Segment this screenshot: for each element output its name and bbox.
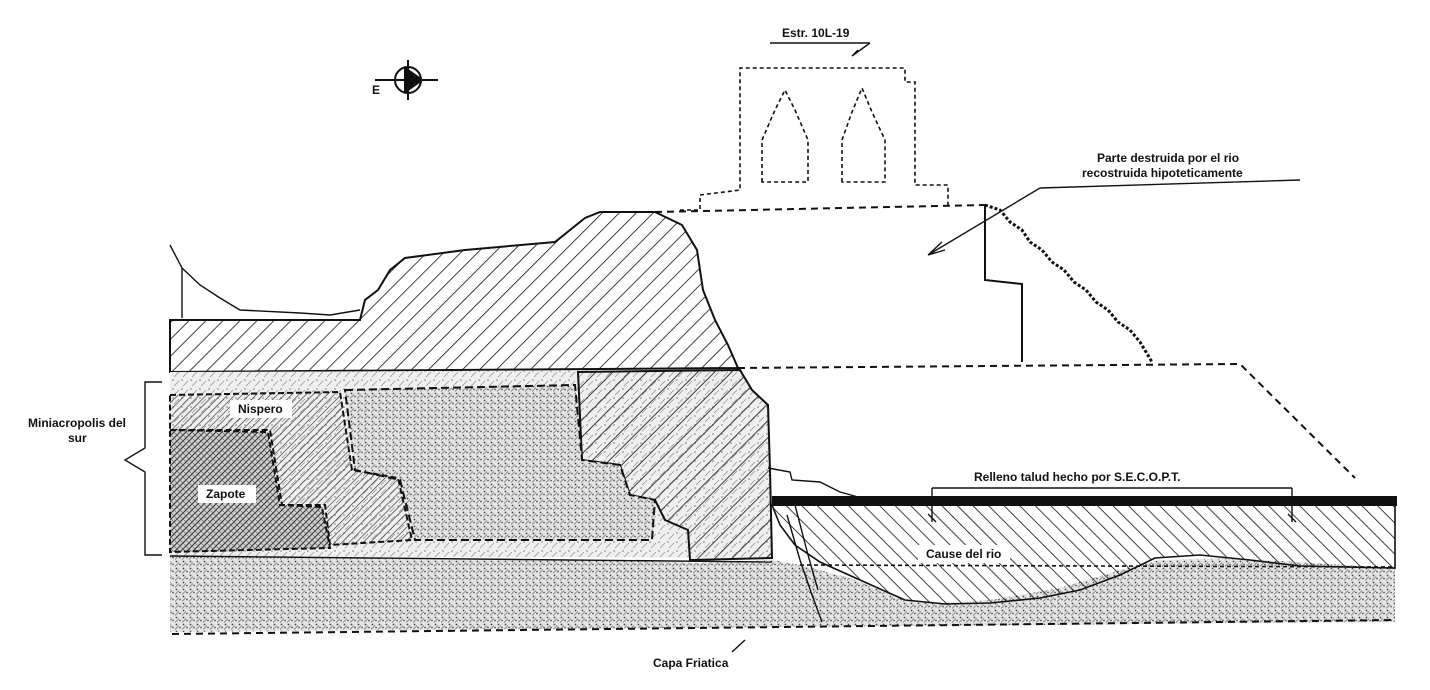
miniacropolis-label-line1: Miniacropolis del <box>28 416 126 430</box>
temple-niche-right <box>841 85 886 183</box>
fault-line-secondary <box>794 504 819 591</box>
destroyed-part-leader <box>1039 179 1301 189</box>
miniacropolis-label-line2: sur <box>68 431 87 445</box>
reconstructed-top-line <box>654 204 986 213</box>
river-edge-steps <box>767 467 859 498</box>
destroyed-part-label-line2: recostruida hipoteticamente <box>1082 166 1243 180</box>
upper-left-rough-edge <box>169 244 361 318</box>
stepped-inner-edge <box>984 205 1023 362</box>
fill-slope-label-bg <box>968 468 1204 485</box>
fill-slope-label: Relleno talud hecho por S.E.C.O.P.T. <box>974 470 1180 484</box>
secopt-fill-slab <box>772 496 1397 506</box>
river-bed-label: Cause del rio <box>926 547 1001 561</box>
reconstructed-slope-outline <box>737 362 1356 479</box>
fill-span-marker <box>927 488 1297 523</box>
river-bed-label-bg <box>918 545 1010 563</box>
temple-niche-left <box>761 88 809 183</box>
zapote-label-bg <box>198 485 256 503</box>
structure-label: Estr. 10L-19 <box>782 26 850 40</box>
base-stratum-stippled <box>170 556 1395 632</box>
water-table-label: Capa Friatica <box>653 656 729 670</box>
structure-label-arrow <box>851 42 871 57</box>
nispero-label-bg <box>230 400 292 418</box>
fault-line <box>786 514 823 623</box>
destroyed-part-arrow <box>927 187 1041 256</box>
river-bed-dashed-line <box>799 564 1396 568</box>
zapote-label: Zapote <box>206 487 246 501</box>
stepped-stair-edge <box>984 203 1154 363</box>
river-bank-hatched <box>770 504 1396 605</box>
compass-direction-label: E <box>372 83 380 97</box>
temple-superstructure <box>680 67 949 211</box>
nispero-label: Nispero <box>238 402 283 416</box>
compass-rose-icon <box>375 60 438 100</box>
stratum-top-line <box>169 555 773 563</box>
water-table-leader <box>731 639 746 653</box>
middle-center-block <box>343 383 657 541</box>
miniacropolis-bracket <box>123 381 162 556</box>
upper-fill-hatched <box>169 211 740 374</box>
destroyed-part-label-line1: Parte destruida por el rio <box>1097 151 1239 165</box>
